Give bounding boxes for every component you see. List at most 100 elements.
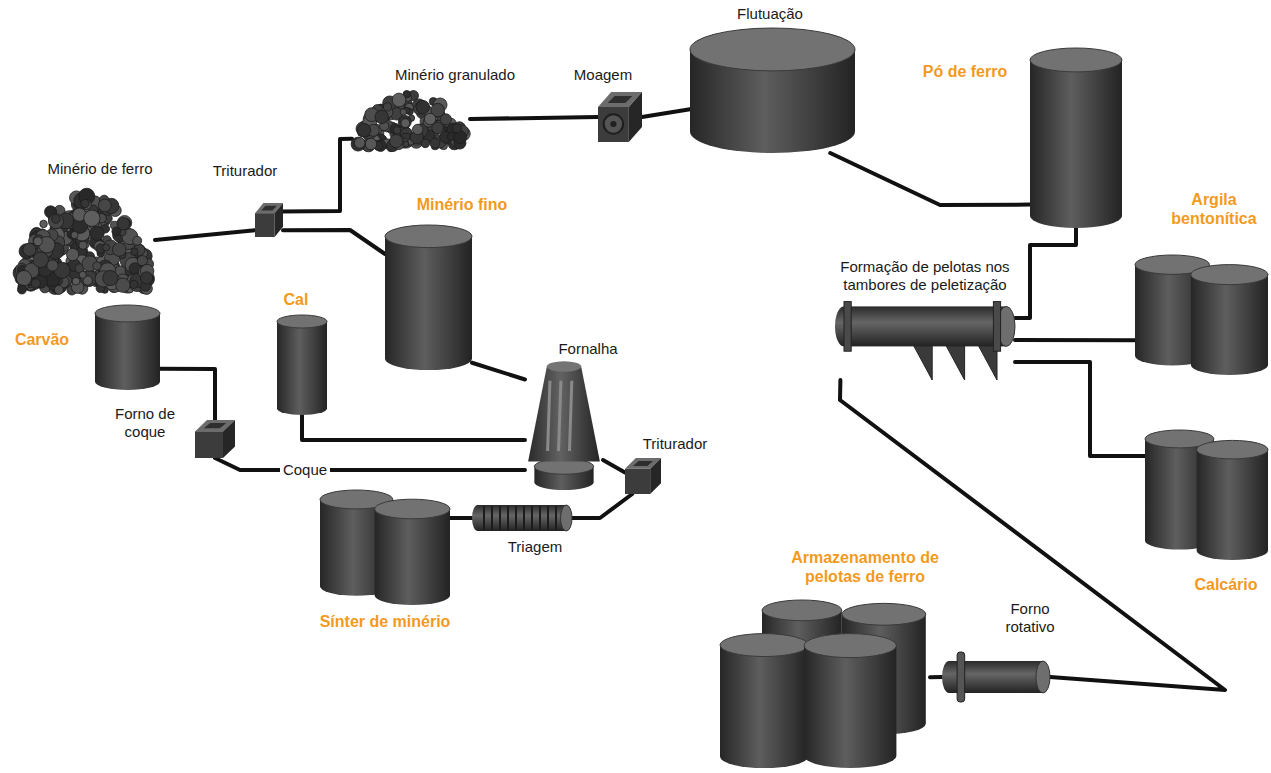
process-node: Cal <box>277 315 327 415</box>
screen-rib <box>515 506 517 530</box>
ore-lump <box>48 214 63 229</box>
cylinder-top <box>1030 48 1122 72</box>
ore-lump <box>453 124 462 133</box>
ore-lump <box>81 199 89 207</box>
flow-line <box>283 230 385 254</box>
cylinder-body <box>277 322 327 416</box>
machine-opening <box>633 461 653 466</box>
machine-side <box>650 458 661 494</box>
node-label: Forno rotativo <box>993 600 1068 636</box>
ore-lump <box>112 243 126 257</box>
cylinder-body <box>804 646 896 768</box>
flow-line <box>930 675 942 679</box>
process-node: Triagem <box>472 505 572 531</box>
cylinder-body <box>720 645 808 768</box>
process-node: Argila bentonítica <box>1135 255 1268 375</box>
node-label: Moagem <box>574 66 632 84</box>
ore-lump <box>400 109 406 115</box>
process-node: Forno de coque <box>195 420 235 458</box>
silo-pair <box>320 490 450 605</box>
cylinder-body <box>95 313 160 390</box>
cylinder-top <box>375 499 450 519</box>
screen-rib <box>499 506 501 530</box>
drum-ring <box>993 302 1000 352</box>
ore-lump <box>403 141 409 147</box>
machine-side <box>275 203 283 237</box>
ore-lump <box>430 138 440 148</box>
machine-front <box>255 213 275 237</box>
cylinder-top <box>842 603 926 625</box>
mill-machine <box>598 92 642 142</box>
pelletizing-drum <box>835 300 1015 380</box>
ore-lump <box>103 244 110 251</box>
node-label: Forno de coque <box>108 405 183 441</box>
process-node: Carvão <box>95 305 160 390</box>
ore-lump <box>401 119 410 128</box>
edge-label: Coque <box>280 461 330 479</box>
silo-pair <box>1145 430 1268 560</box>
flow-line <box>215 458 525 470</box>
node-label: Armazenamento de pelotas de ferro <box>780 548 950 586</box>
ore-lump <box>40 220 48 228</box>
cylinder-body <box>385 236 472 370</box>
ore-lump <box>54 285 63 294</box>
ore-lump <box>71 231 78 238</box>
ore-lump <box>412 124 422 134</box>
cylinder-top <box>1197 440 1268 459</box>
ore-lump <box>375 110 389 124</box>
ore-pile <box>352 86 470 152</box>
node-label: Formação de pelotas nos tambores de pele… <box>830 258 1020 294</box>
node-label: Sínter de minério <box>320 612 451 631</box>
furnace-body <box>528 367 600 462</box>
process-node: Pó de ferro <box>1030 48 1122 228</box>
cylinder-top <box>1191 265 1268 285</box>
cylinder-top <box>720 634 808 657</box>
machine-side <box>223 420 235 458</box>
flow-line <box>155 230 255 240</box>
node-label: Minério fino <box>417 195 508 214</box>
silo-group <box>720 600 930 768</box>
machine-opening <box>204 423 226 428</box>
screen-rib <box>507 506 509 530</box>
ore-lump <box>140 272 152 284</box>
screen-rib <box>483 506 485 530</box>
ore-lump <box>34 237 43 246</box>
ore-lump <box>416 100 430 114</box>
furnace-slot <box>559 381 561 451</box>
node-label: Triagem <box>508 538 562 556</box>
furnace-slot <box>548 381 550 451</box>
flow-line <box>302 415 525 440</box>
process-node: Flutuação <box>690 28 855 153</box>
cylinder-end <box>1036 661 1050 693</box>
screen-rib <box>523 506 525 530</box>
ore-lump <box>112 227 121 236</box>
ore-lump <box>357 123 371 137</box>
silo-pair <box>1135 255 1268 375</box>
flow-line <box>283 139 352 212</box>
ore-lump <box>117 216 131 230</box>
flow-line <box>642 109 690 117</box>
node-label: Calcário <box>1194 575 1257 594</box>
cylinder-body <box>1191 275 1268 375</box>
cylinder-end <box>561 505 572 531</box>
cylinder-top <box>385 225 472 248</box>
machine-opening <box>608 96 633 103</box>
ore-lump <box>354 138 365 149</box>
ore-lump <box>16 270 31 285</box>
ore-lump <box>51 215 60 224</box>
process-node: Forno rotativo <box>942 652 1050 702</box>
node-label: Flutuação <box>737 5 803 23</box>
furnace-top <box>547 361 581 371</box>
node-label: Argila bentonítica <box>1162 190 1267 228</box>
ore-lump <box>31 279 40 288</box>
flow-line <box>1015 228 1076 318</box>
screen-rib <box>555 506 557 530</box>
node-label: Fornalha <box>558 340 617 358</box>
node-label: Triturador <box>213 162 277 180</box>
ore-lump <box>365 138 377 150</box>
process-node: Triturador <box>255 203 283 237</box>
node-label: Triturador <box>643 435 707 453</box>
machine-side <box>629 92 642 142</box>
screen-roller <box>472 505 572 531</box>
